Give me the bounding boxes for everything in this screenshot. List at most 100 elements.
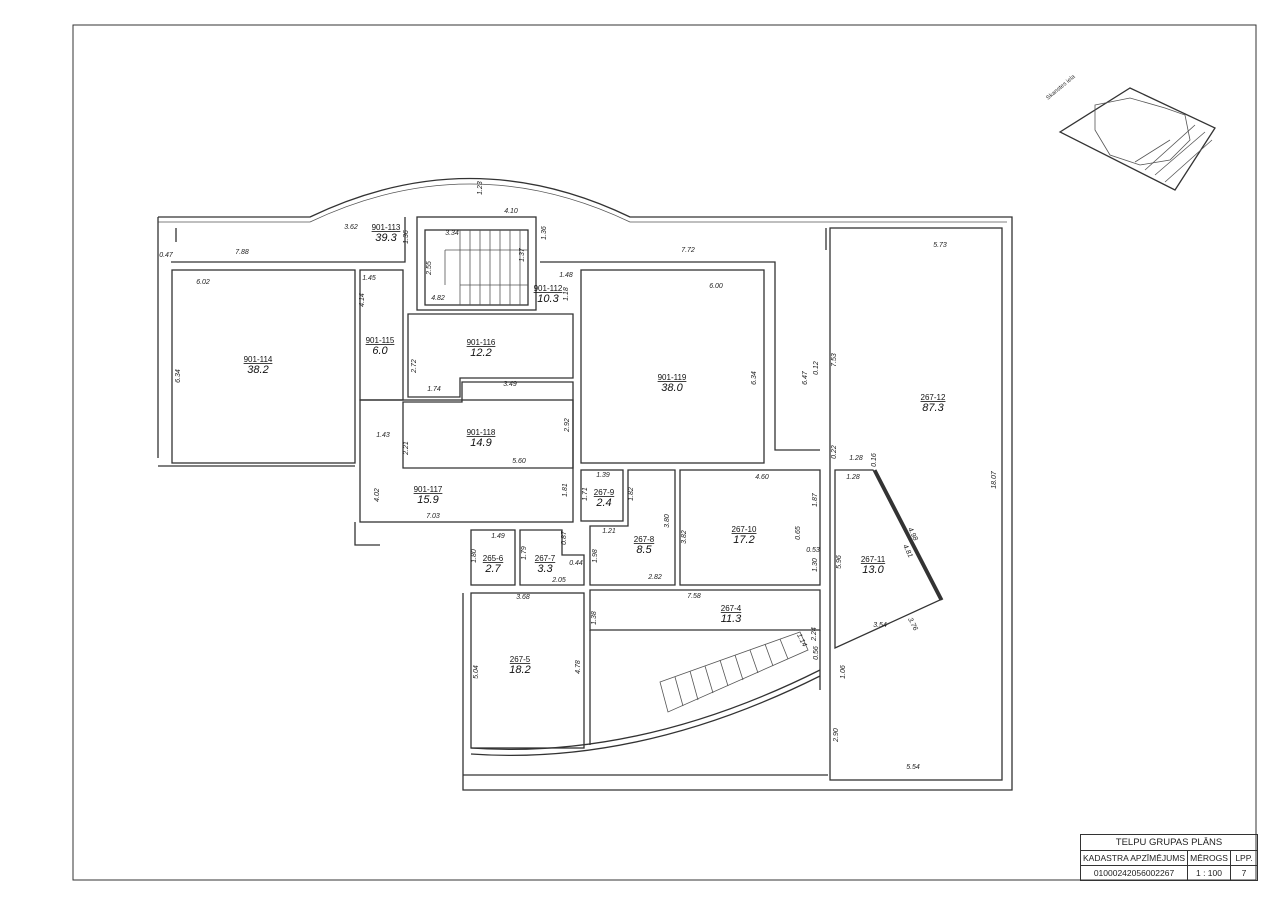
- svg-text:12.2: 12.2: [470, 347, 491, 359]
- dimension-label: 0.65: [795, 526, 802, 540]
- svg-text:13.0: 13.0: [862, 564, 884, 576]
- dimension-label: 0.16: [871, 453, 878, 467]
- dimension-label: 6.47: [802, 370, 809, 385]
- room-267-5: 267-518.2: [509, 655, 530, 676]
- dimension-label: 3.49: [503, 381, 517, 388]
- dimension-label: 5.04: [473, 665, 480, 679]
- dimension-label: 2.82: [647, 574, 662, 581]
- dimension-label: 18.07: [991, 470, 998, 489]
- svg-text:267-7: 267-7: [535, 554, 556, 563]
- dimension-label: 1.80: [471, 549, 478, 563]
- dimension-label: 1.81: [562, 483, 569, 497]
- site-plan-inset: Skanstes iela: [1045, 74, 1216, 191]
- dimension-label: 2.72: [411, 359, 418, 374]
- dimension-label: 0.53: [806, 547, 820, 554]
- dimension-label: 3.34: [445, 230, 459, 237]
- svg-text:901-119: 901-119: [658, 373, 687, 382]
- dimension-label: 7.58: [687, 593, 701, 600]
- svg-text:267-5: 267-5: [510, 655, 531, 664]
- dimension-label: 4.60: [755, 474, 769, 481]
- page-value: 7: [1230, 866, 1257, 880]
- sheet-frame: [72, 24, 1257, 881]
- dimension-label: 1.43: [376, 432, 390, 439]
- svg-text:2.4: 2.4: [595, 497, 611, 509]
- dimension-label: 1.37: [519, 247, 526, 262]
- svg-text:2.7: 2.7: [484, 563, 501, 575]
- dimension-label: 1.98: [592, 549, 599, 563]
- svg-text:901-117: 901-117: [414, 485, 443, 494]
- walls: [157, 177, 1013, 791]
- dimension-label: 4.78: [575, 660, 582, 674]
- svg-text:267-12: 267-12: [921, 393, 946, 402]
- dimension-label: 7.88: [235, 249, 249, 256]
- room-267-7: 267-73.3: [535, 554, 556, 575]
- title-block-title: TELPU GRUPAS PLĀNS: [1115, 837, 1223, 848]
- svg-text:87.3: 87.3: [922, 402, 944, 414]
- page-header: LPP.: [1230, 851, 1257, 865]
- dimension-label: 1.28: [846, 474, 860, 481]
- dimension-label: 2.24: [811, 627, 818, 642]
- street-label: Skanstes iela: [1045, 74, 1077, 102]
- dimension-label: 5.54: [906, 764, 920, 771]
- dimension-label: 3.68: [516, 594, 530, 601]
- svg-text:8.5: 8.5: [636, 544, 652, 556]
- svg-text:14.9: 14.9: [470, 437, 491, 449]
- dimension-label: 1.28: [849, 455, 863, 462]
- room-267-8: 267-88.5: [634, 535, 655, 556]
- svg-text:17.2: 17.2: [733, 534, 754, 546]
- dimension-label: 3.76: [906, 617, 918, 632]
- scale-value: 1 : 100: [1187, 866, 1230, 880]
- dimension-label: 1.79: [521, 546, 528, 560]
- room-267-9: 267-92.4: [594, 488, 615, 509]
- dimension-label: 7.03: [426, 513, 440, 520]
- dimension-label: 4.14: [359, 293, 366, 307]
- room-265-6: 265-62.7: [483, 554, 504, 575]
- cadastre-value: 01000242056002267: [1093, 868, 1175, 878]
- svg-text:267-4: 267-4: [721, 604, 742, 613]
- dimension-label: 4.82: [431, 295, 445, 302]
- dimension-label: 6.02: [196, 279, 210, 286]
- dimension-label: 0.44: [569, 560, 583, 567]
- dimension-label: 1.23: [477, 181, 484, 195]
- dimension-label: 1.39: [596, 472, 610, 479]
- dimension-label: 6.34: [175, 369, 182, 383]
- svg-text:901-113: 901-113: [372, 223, 401, 232]
- dimension-label: 1.30: [812, 558, 819, 572]
- dimension-label: 1.74: [427, 386, 441, 393]
- svg-text:265-6: 265-6: [483, 554, 504, 563]
- dimension-label: 6.00: [709, 283, 723, 290]
- svg-text:15.9: 15.9: [417, 494, 438, 506]
- dimension-label: 5.73: [933, 242, 947, 249]
- scale-header: MĒROGS: [1187, 851, 1230, 865]
- dimension-label: 2.05: [551, 577, 566, 584]
- dimension-label: 5.60: [512, 458, 526, 465]
- dimension-label: 1.18: [563, 287, 570, 301]
- dimension-label: 1.82: [628, 487, 635, 501]
- svg-text:39.3: 39.3: [375, 232, 397, 244]
- dimension-label: 1.45: [362, 275, 376, 282]
- dimension-label: 3.82: [681, 530, 688, 544]
- dimension-label: 0.56: [813, 646, 820, 660]
- rooms-outlines: [171, 216, 1003, 781]
- dimension-label: 1.06: [840, 665, 847, 679]
- dimension-label: 1.36: [541, 226, 548, 240]
- svg-text:3.3: 3.3: [537, 563, 553, 575]
- room-267-4: 267-411.3: [721, 604, 742, 625]
- dimension-label: 2.92: [564, 418, 571, 433]
- svg-text:901-114: 901-114: [244, 355, 273, 364]
- svg-text:267-10: 267-10: [732, 525, 757, 534]
- dimension-label: 7.72: [681, 247, 695, 254]
- svg-text:901-116: 901-116: [467, 338, 496, 347]
- dimension-label: 4.02: [374, 488, 381, 502]
- dimension-label: 1.49: [491, 533, 505, 540]
- svg-text:267-11: 267-11: [861, 555, 886, 564]
- svg-text:901-115: 901-115: [366, 336, 395, 345]
